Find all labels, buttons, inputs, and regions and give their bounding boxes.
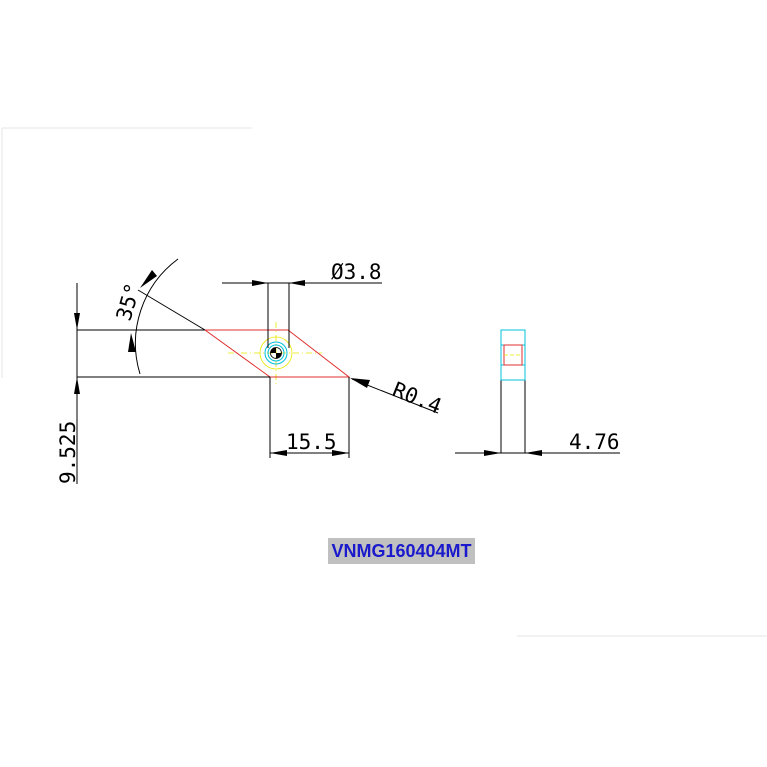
- side-view-hole: [500, 329, 526, 381]
- corner-radius-leader: [350, 378, 439, 414]
- side-view-body: [500, 329, 526, 454]
- sheet-border: [1, 127, 767, 637]
- hole-diameter-dimension: [222, 280, 382, 348]
- thickness-label: 4.76: [569, 430, 620, 454]
- center-hole: [259, 336, 293, 370]
- inscribed-circle-dimension: [74, 283, 270, 484]
- model-label-block: VNMG160404MT: [328, 538, 475, 564]
- corner-radius-label: R0.4: [389, 377, 445, 418]
- hole-diameter-label: Ø3.8: [331, 260, 382, 284]
- edge-length-dimension: [269, 377, 350, 458]
- insert-top-view: Ø3.8 35° 9.525 15.5: [56, 258, 445, 484]
- angle-label: 35°: [112, 280, 146, 323]
- model-label: VNMG160404MT: [331, 541, 471, 561]
- thickness-dimension: [455, 450, 620, 456]
- edge-length-label: 15.5: [286, 430, 337, 454]
- inscribed-circle-label: 9.525: [56, 421, 80, 484]
- insert-side-view: 4.76: [455, 329, 620, 456]
- angle-dimension: [128, 258, 206, 375]
- centerlines: [228, 322, 322, 386]
